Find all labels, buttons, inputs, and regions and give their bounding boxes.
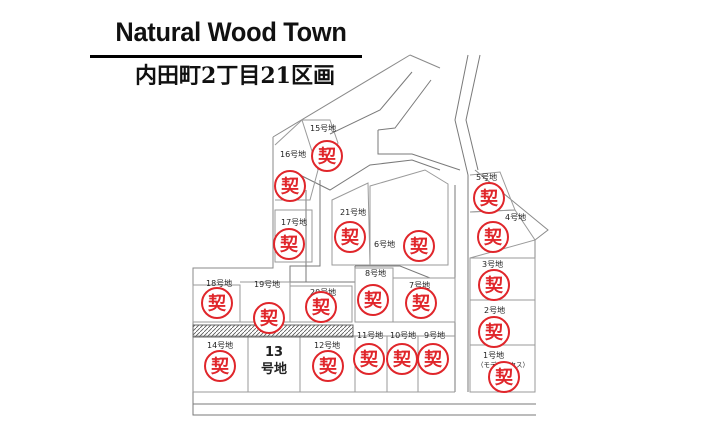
sold-mark-plot-8: 契 — [357, 284, 389, 316]
plot-label-7: 7号地 — [409, 280, 430, 290]
svg-text:契: 契 — [494, 367, 514, 389]
map-subtitle: 内田町2丁目21区画 — [135, 63, 335, 89]
sold-mark-plot-20: 契 — [305, 291, 337, 323]
svg-text:契: 契 — [479, 188, 499, 210]
sold-mark-plot-1: 契 — [488, 361, 520, 393]
plot-label-4: 4号地 — [505, 212, 526, 222]
sold-mark-plot-16: 契 — [274, 170, 306, 202]
sold-mark-plot-18: 契 — [201, 287, 233, 319]
svg-text:契: 契 — [280, 176, 300, 198]
sold-mark-plot-10: 契 — [386, 343, 418, 375]
sold-mark-plot-5: 契 — [473, 182, 505, 214]
plot-label-13-number: 13 — [265, 345, 283, 360]
plot-label-10: 10号地 — [390, 330, 416, 340]
plot-label-13-suffix: 号地 — [261, 361, 287, 377]
sold-mark-plot-17: 契 — [273, 228, 305, 260]
svg-text:契: 契 — [317, 146, 337, 168]
sold-mark-plot-6: 契 — [403, 230, 435, 262]
svg-text:契: 契 — [484, 275, 504, 297]
sold-mark-plot-7: 契 — [405, 287, 437, 319]
plot-label-5: 5号地 — [476, 172, 497, 182]
sold-mark-plot-11: 契 — [353, 343, 385, 375]
svg-text:契: 契 — [210, 356, 230, 378]
svg-text:契: 契 — [483, 227, 503, 249]
svg-text:契: 契 — [363, 290, 383, 312]
plot-label-17: 17号地 — [281, 217, 307, 227]
sold-mark-plot-15: 契 — [311, 140, 343, 172]
svg-text:契: 契 — [207, 293, 227, 315]
plot-label-11: 11号地 — [357, 330, 383, 340]
sold-mark-plot-2: 契 — [478, 316, 510, 348]
svg-text:契: 契 — [279, 234, 299, 256]
svg-text:契: 契 — [484, 322, 504, 344]
plot-label-15: 15号地 — [310, 123, 336, 133]
plot-label-18: 18号地 — [206, 278, 232, 288]
svg-text:契: 契 — [259, 308, 279, 330]
sold-mark-plot-9: 契 — [417, 343, 449, 375]
svg-text:契: 契 — [318, 356, 338, 378]
svg-text:契: 契 — [423, 349, 443, 371]
sold-mark-plot-19: 契 — [253, 302, 285, 334]
svg-text:契: 契 — [311, 297, 331, 319]
title-divider — [90, 55, 362, 58]
sold-mark-plot-4: 契 — [477, 221, 509, 253]
plot-label-9: 9号地 — [424, 330, 445, 340]
svg-text:契: 契 — [411, 293, 431, 315]
sold-mark-plot-3: 契 — [478, 269, 510, 301]
plot-label-8: 8号地 — [365, 268, 386, 278]
svg-text:契: 契 — [392, 349, 412, 371]
plot-label-14: 14号地 — [207, 340, 233, 350]
svg-text:契: 契 — [340, 227, 360, 249]
sold-mark-plot-21: 契 — [334, 221, 366, 253]
plot-label-3: 3号地 — [482, 259, 503, 269]
plot-label-6: 6号地 — [374, 239, 395, 249]
plot-label-12: 12号地 — [314, 340, 340, 350]
plot-label-2: 2号地 — [484, 305, 505, 315]
svg-text:契: 契 — [359, 349, 379, 371]
sold-mark-plot-12: 契 — [312, 350, 344, 382]
plot-label-19: 19号地 — [254, 279, 280, 289]
plot-label-16: 16号地 — [280, 149, 306, 159]
sold-mark-plot-14: 契 — [204, 350, 236, 382]
plot-label-1: 1号地 — [483, 350, 504, 360]
svg-text:契: 契 — [409, 236, 429, 258]
map-title: Natural Wood Town — [115, 17, 347, 47]
plot-label-21: 21号地 — [340, 207, 366, 217]
